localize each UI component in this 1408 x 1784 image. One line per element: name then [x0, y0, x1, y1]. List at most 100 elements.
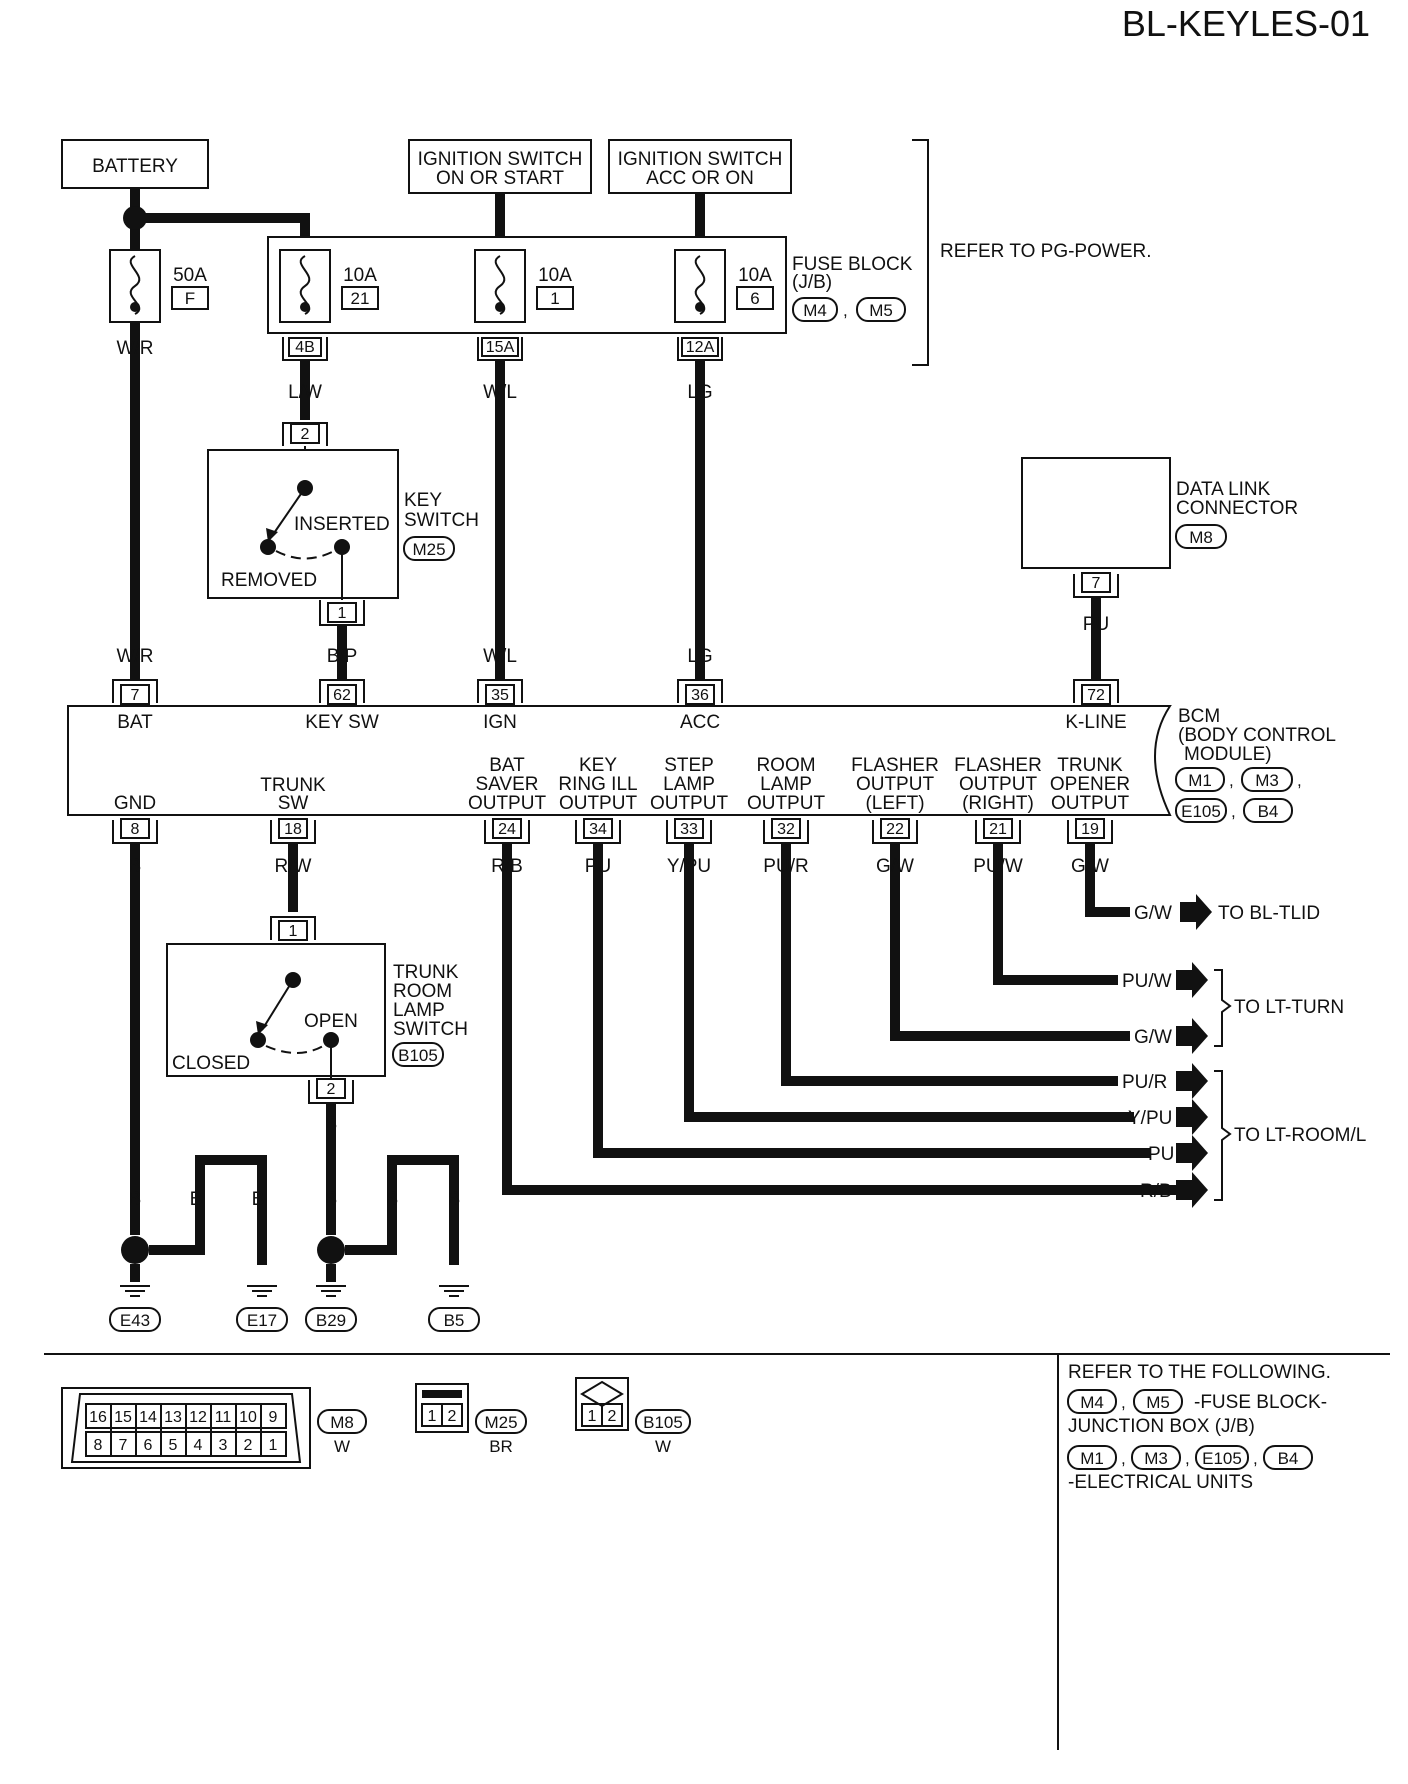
svg-text:BAT: BAT [117, 712, 153, 733]
output-y-pu: Y/PU [1128, 1099, 1208, 1135]
svg-text:B: B [252, 1189, 265, 1210]
bcm-pin-33: 33 [666, 818, 712, 844]
svg-text:1: 1 [289, 923, 298, 940]
arrow-right-icon [1180, 894, 1212, 930]
bcm-pin-7: 7 BAT [112, 679, 158, 733]
svg-text:10: 10 [239, 1409, 257, 1426]
svg-text:W: W [655, 1437, 671, 1456]
svg-text:,: , [1121, 1393, 1126, 1412]
svg-text:PU: PU [585, 856, 611, 877]
svg-text:FLASHER: FLASHER [851, 755, 939, 776]
output-pu-r: PU/R [1122, 1063, 1208, 1099]
output-pu-w: PU/W [1122, 962, 1208, 998]
svg-text:ROOM: ROOM [393, 981, 452, 1002]
svg-text:OUTPUT: OUTPUT [468, 793, 547, 814]
svg-text:8: 8 [94, 1437, 103, 1454]
svg-text:KEY: KEY [579, 755, 617, 776]
svg-text:2: 2 [301, 426, 310, 443]
svg-text:INSERTED: INSERTED [294, 514, 390, 535]
svg-text:W: W [334, 1437, 350, 1456]
svg-text:,: , [1185, 1449, 1190, 1468]
svg-text:10A: 10A [738, 265, 772, 286]
battery-label: BATTERY [92, 156, 178, 177]
arrow-right-icon [1176, 1172, 1208, 1208]
svg-text:G/W: G/W [1134, 1027, 1172, 1048]
svg-text:8: 8 [131, 821, 140, 838]
svg-text:R/B: R/B [491, 856, 523, 877]
svg-text:TRUNK: TRUNK [260, 775, 326, 796]
svg-text:M3: M3 [1255, 771, 1279, 790]
trunk-room-lamp-switch: 1 OPEN CLOSED TRUNK ROOM LAMP SWITCH B10… [166, 916, 468, 1104]
svg-text:PU/R: PU/R [763, 856, 808, 877]
svg-text:E43: E43 [120, 1311, 150, 1330]
bcm-pin-18: 18 [270, 818, 316, 844]
svg-text:MODULE): MODULE) [1184, 744, 1272, 765]
svg-text:B105: B105 [643, 1413, 683, 1432]
svg-text:LAMP: LAMP [760, 774, 812, 795]
svg-text:B29: B29 [316, 1311, 346, 1330]
svg-text:M5: M5 [1146, 1393, 1170, 1412]
svg-text:5: 5 [169, 1437, 178, 1454]
svg-text:7: 7 [131, 687, 140, 704]
svg-text:B: B [325, 1114, 338, 1135]
svg-text:TO LT-ROOM/L: TO LT-ROOM/L [1234, 1125, 1366, 1146]
svg-text:SAVER: SAVER [475, 774, 538, 795]
svg-text:7: 7 [119, 1437, 128, 1454]
svg-text:36: 36 [691, 687, 709, 704]
svg-text:KEY SW: KEY SW [305, 712, 379, 733]
svg-text:W/L: W/L [483, 646, 517, 667]
refer-following-panel: REFER TO THE FOLLOWING. M4 , M5 -FUSE BL… [1067, 1362, 1331, 1493]
svg-text:50A: 50A [173, 265, 207, 286]
svg-text:TO LT-TURN: TO LT-TURN [1234, 997, 1344, 1018]
svg-text:62: 62 [333, 687, 351, 704]
bcm-pin-36: 36 ACC [677, 679, 723, 733]
svg-text:ROOM: ROOM [756, 755, 815, 776]
svg-text:ACC: ACC [680, 712, 720, 733]
svg-text:RING ILL: RING ILL [558, 774, 637, 795]
svg-text:B: B [386, 1189, 399, 1210]
svg-text:W/R: W/R [117, 646, 154, 667]
arrow-right-icon [1176, 1135, 1208, 1171]
svg-text:DATA LINK: DATA LINK [1176, 479, 1271, 500]
svg-text:35: 35 [491, 687, 509, 704]
svg-text:Y/PU: Y/PU [1128, 1108, 1172, 1129]
svg-text:SWITCH: SWITCH [404, 510, 479, 531]
svg-text:G/W: G/W [1134, 903, 1172, 924]
svg-text:1: 1 [588, 1408, 597, 1425]
svg-text:B105: B105 [398, 1046, 438, 1065]
svg-text:(BODY CONTROL: (BODY CONTROL [1178, 725, 1336, 746]
svg-text:B: B [129, 856, 142, 877]
svg-text:18: 18 [284, 821, 302, 838]
svg-text:LG: LG [687, 382, 712, 403]
output-g-w: G/W [1134, 1018, 1208, 1054]
svg-text:R/B: R/B [1140, 1181, 1172, 1202]
svg-text:M3: M3 [1144, 1449, 1168, 1468]
svg-text:,: , [1231, 802, 1236, 821]
svg-text:24: 24 [498, 821, 516, 838]
svg-text:M25: M25 [484, 1413, 517, 1432]
connector-view-m8: 16 15 14 13 12 11 10 9 8 7 6 5 4 3 2 1 [61, 1387, 367, 1469]
ignition-acc-on-source: IGNITION SWITCH ACC OR ON [608, 139, 792, 194]
svg-text:10A: 10A [343, 265, 377, 286]
svg-text:F: F [185, 289, 195, 308]
svg-text:32: 32 [777, 821, 795, 838]
ground-b29: B29 [305, 1285, 357, 1332]
svg-text:OPEN: OPEN [304, 1011, 358, 1032]
bcm-pin-72: 72 K-LINE [1065, 679, 1127, 733]
svg-text:,: , [1253, 1449, 1258, 1468]
fuse-terminal-15a: 15A [477, 337, 523, 361]
svg-text:-ELECTRICAL UNITS: -ELECTRICAL UNITS [1068, 1472, 1253, 1493]
fuse-block-label: FUSE BLOCK (J/B) M4 , M5 [792, 254, 913, 322]
svg-text:L/W: L/W [288, 382, 322, 403]
battery-source: BATTERY [61, 139, 209, 189]
svg-text:2: 2 [327, 1081, 336, 1098]
svg-text:(LEFT): (LEFT) [865, 793, 924, 814]
svg-text:G/W: G/W [1071, 856, 1109, 877]
bcm-pin-8: 8 [112, 818, 158, 844]
svg-text:1: 1 [428, 1408, 437, 1425]
svg-text:E17: E17 [247, 1311, 277, 1330]
key-switch: 2 INSERTED REMOVED KEY SWITCH M25 1 [207, 422, 479, 626]
arrow-right-icon [1176, 1099, 1208, 1135]
connector-view-b105: 1 2 B105 W [575, 1377, 691, 1456]
ign-on-start-line1: IGNITION SWITCH [418, 149, 583, 170]
